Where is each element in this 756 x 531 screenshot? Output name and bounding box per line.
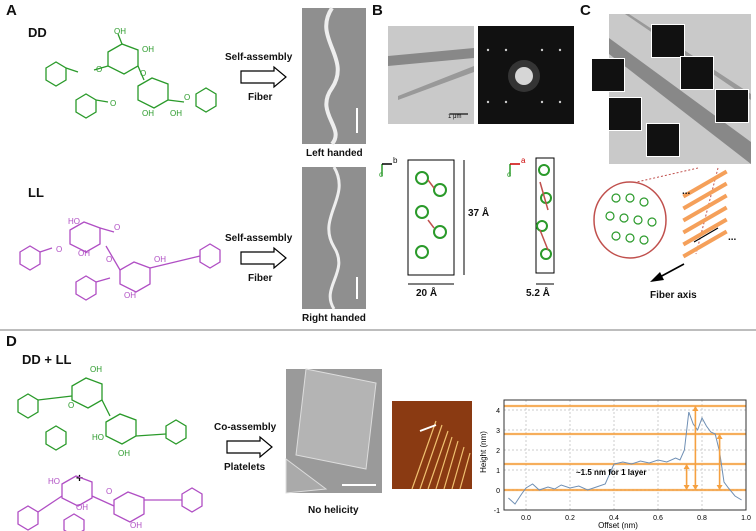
height-arrow-head-top [683,464,690,469]
x-tick-label: 0.6 [653,515,663,522]
ll-oh-1: OH [78,249,90,258]
no-helicity-caption: No helicity [308,505,359,516]
tem-scale-bar: 1 μm [448,114,462,120]
y-tick-label: 3 [496,428,500,435]
ll-label: LL [28,185,44,200]
ll-arrow-top: Self-assembly [225,233,293,244]
ll-ho-1: HO [68,217,80,226]
dd-label: DD [28,25,47,40]
height-profile-chart: 0.0 0.2 0.4 0.6 0.8 1.0 -1 0 1 2 3 4 ~1.5 nm for 1 … [479,399,751,530]
dd-fiber-image [302,6,366,146]
dd-structure: O OH OH O O OH OH O [45,27,217,119]
dd-arrow-bottom: Fiber [248,92,273,103]
co-arrow-top: Co-assembly [214,422,277,433]
diff-inset-1 [651,24,685,58]
dim-52: 5.2 Å [526,288,550,299]
height-arrow-head-bottom [692,485,699,490]
ddll-purple-oh-2: OH [130,521,142,530]
y-tick-label: 0 [496,488,500,495]
x-tick-label: 0.0 [521,515,531,522]
height-arrow-head-bottom [683,485,690,490]
panel-label-b: B [372,2,383,19]
left-handed-caption: Left handed [306,148,363,159]
ll-fiber-image [302,166,366,310]
fiber-axis-label: Fiber axis [650,290,697,301]
fiber-packing-diagram [593,167,728,282]
ll-o-2: O [114,223,120,232]
y-tick-label: 4 [496,408,500,415]
panel-label-a: A [6,2,17,19]
dd-arrow-top: Self-assembly [225,52,293,63]
y-tick-label: 2 [496,448,500,455]
diff-inset-2 [591,58,625,92]
dd-oh-1: OH [114,27,126,36]
tem-image-b: 1 μm [388,26,474,124]
ll-o-1: O [56,245,62,254]
section-divider [0,329,756,331]
ll-oh-3: OH [154,255,166,264]
ddll-purple-oh-1: OH [76,503,88,512]
diff-inset-3 [680,56,714,90]
x-tick-label: 0.4 [609,515,619,522]
ddll-green-oh-1: OH [90,365,102,374]
ddll-purple-o-1: O [106,487,112,496]
dd-o-2: O [140,69,146,78]
ll-o-3: O [106,255,112,264]
x-tick-label: 0.8 [697,515,707,522]
ll-arrow-icon [240,246,287,270]
dd-arrow-icon [240,65,287,89]
axis-c1-label: c [379,170,383,179]
ll-oh-2: OH [124,291,136,300]
panel-label-d: D [6,333,17,350]
dim-20: 20 Å [416,288,438,299]
dd-oh-4: OH [170,109,182,118]
chart-annotation: ~1.5 nm for 1 layer [576,468,646,477]
crystal-packing [381,157,555,285]
diffraction-b [478,26,574,124]
height-arrow-head-bottom [716,485,723,490]
dim-37: 37 Å [468,208,490,219]
diff-inset-6 [646,123,680,157]
ddll-purple-ho-1: HO [48,477,60,486]
axis-a-label: a [521,156,526,165]
dd-o-3: O [110,99,116,108]
dd-o-1: O [96,65,102,74]
height-arrow-head-top [692,406,699,411]
chart-xlabel: Offset (nm) [598,521,638,530]
ddll-green-o-1: O [68,401,74,410]
axis-c2-label: c [507,170,511,179]
right-handed-caption: Right handed [302,313,366,324]
panel-c-dots-2: ... [728,232,737,243]
afm-image [392,401,472,490]
y-tick-label: -1 [494,508,500,515]
profile-line [508,411,742,505]
x-tick-label: 0.2 [565,515,575,522]
diff-inset-4 [608,97,642,131]
diff-inset-5 [715,89,749,123]
ll-arrow-bottom: Fiber [248,273,273,284]
ddll-label: DD + LL [22,352,72,367]
dd-o-4: O [184,93,190,102]
ddll-green-ho-1: HO [92,433,104,442]
dd-oh-2: OH [142,45,154,54]
y-tick-label: 1 [496,468,500,475]
chart-frame [503,399,747,511]
ddll-green-oh-2: OH [118,449,130,458]
axis-b-label: b [393,156,398,165]
panel-c-dots-1: ... [682,186,691,197]
co-arrow-bottom: Platelets [224,462,266,473]
chart-ylabel: Height (nm) [479,431,488,473]
x-tick-label: 1.0 [741,515,751,522]
dd-oh-3: OH [142,109,154,118]
height-arrow-head-top [716,434,723,439]
platelet-image [285,368,382,494]
panel-label-c: C [580,2,591,19]
ddll-structures: OH O HO OH + HO OH O OH [17,365,203,531]
co-arrow-icon [226,435,273,459]
ll-structure: HO O OH O O OH OH [19,217,221,301]
